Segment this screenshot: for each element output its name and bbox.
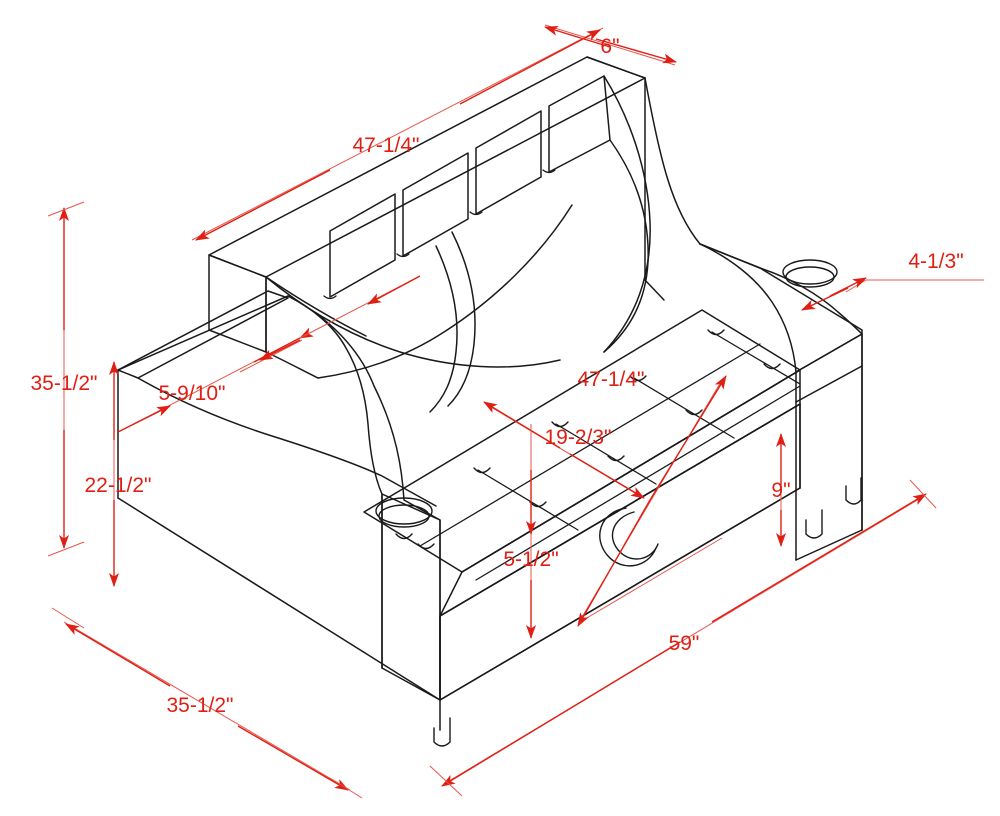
seat-tuft-grid bbox=[419, 331, 801, 581]
left-armrest-scallop bbox=[287, 295, 383, 495]
back-cushion-1 bbox=[329, 193, 396, 298]
right-armrest-rear-curve bbox=[759, 267, 863, 335]
dim-label-backrest-gap: 5-9/10" bbox=[159, 382, 226, 405]
dim-label-overall-depth: 35-1/2" bbox=[167, 694, 234, 717]
cup-holder-icon-right bbox=[782, 259, 838, 288]
base-skirt-bottom-edge bbox=[439, 487, 801, 701]
dim-label-backrest-width: 47-1/4" bbox=[353, 134, 420, 157]
sofa-body-outline bbox=[117, 56, 863, 747]
dim-seat-depth bbox=[483, 401, 645, 499]
dim-label-overall-height: 35-1/2" bbox=[31, 372, 98, 395]
back-cushion-lower-sweep bbox=[317, 204, 573, 379]
back-bolster-right-outer bbox=[603, 139, 649, 353]
leg-rear-right bbox=[805, 509, 823, 539]
back-cushion-center-divider bbox=[447, 231, 476, 407]
dim-backrest-gap-upper bbox=[299, 275, 421, 339]
backrest-bottom-curve bbox=[265, 351, 319, 379]
dim-label-base-height: 9" bbox=[771, 479, 790, 502]
seat-front-top-edge bbox=[461, 369, 801, 573]
seat-front-band bbox=[439, 369, 801, 617]
back-cushion-group bbox=[329, 75, 611, 298]
dimension-labels: 6" 47-1/4" 4-1/3" 35-1/2" 22-1/2" 5-9/10… bbox=[31, 35, 964, 717]
back-cushion-2 bbox=[402, 152, 469, 257]
leg-right-side bbox=[845, 477, 862, 505]
left-armrest-outer-bottom-edge bbox=[117, 497, 441, 701]
backrest-rear-right-low bbox=[644, 279, 665, 301]
dim-label-armrest-width: 4-1/3" bbox=[908, 250, 963, 273]
backrest-rear-right-edge bbox=[586, 56, 646, 281]
dim-seat-width bbox=[577, 375, 727, 627]
back-cushion-center-divider-2 bbox=[429, 245, 458, 413]
dim-label-seat-width: 47-1/4" bbox=[578, 368, 645, 391]
dim-backrest-depth bbox=[544, 24, 677, 66]
dim-backrest-gap bbox=[117, 327, 314, 433]
left-armrest-top-outline bbox=[117, 295, 441, 551]
leg-front-left bbox=[433, 717, 451, 747]
left-armrest-inner-edge bbox=[137, 377, 437, 507]
sofa-rear-top-right-edge bbox=[644, 77, 761, 269]
back-cushion-dimples bbox=[323, 169, 556, 300]
dim-label-seat-thickness: 5-1/2" bbox=[503, 548, 558, 571]
dim-overall-height bbox=[47, 201, 85, 557]
dim-overall-length bbox=[429, 479, 937, 797]
left-armrest-rear-top bbox=[117, 290, 289, 379]
back-bolster-right-inner bbox=[603, 75, 651, 353]
dimension-annotations bbox=[47, 24, 984, 799]
back-cushion-3 bbox=[475, 110, 542, 215]
right-armrest-front-bottom bbox=[795, 529, 863, 561]
right-armrest-scallop bbox=[699, 243, 797, 373]
dim-armrest-width bbox=[801, 277, 984, 311]
back-cushion-upper-sweep bbox=[265, 276, 561, 368]
cup-holder-icon-left bbox=[375, 497, 433, 528]
dim-label-seat-depth: 19-2/3" bbox=[545, 426, 612, 449]
dim-label-backrest-depth: 6" bbox=[600, 35, 619, 58]
backrest-left-end-face bbox=[208, 254, 267, 353]
right-armrest-front-top bbox=[795, 333, 863, 403]
backrest-front-lower-edge bbox=[265, 276, 367, 337]
dim-backrest-width bbox=[191, 27, 604, 241]
legs-group bbox=[433, 477, 862, 747]
seat-tuft-dimples bbox=[395, 329, 781, 550]
dim-label-armrest-height: 22-1/2" bbox=[85, 474, 152, 497]
dim-overall-depth bbox=[51, 607, 363, 799]
dim-label-overall-length: 59" bbox=[669, 632, 700, 655]
